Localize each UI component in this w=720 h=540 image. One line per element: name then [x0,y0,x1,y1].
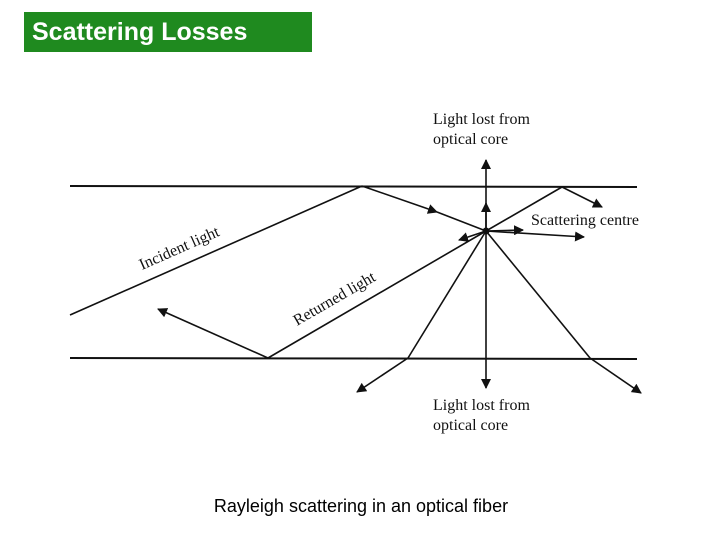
scatter-ray-right [485,230,585,242]
label-scattering-centre: Scattering centre [531,212,639,229]
label-lost-top-1: Light lost from [433,111,530,128]
reflected-ray-segment [436,211,487,232]
scatter-ray-lower-right-exit [589,357,642,394]
label-lost-bottom-2: optical core [433,417,508,434]
returned-ray [267,230,487,359]
core-boundary-bottom [69,357,638,360]
label-lost-top-2: optical core [433,131,508,148]
figure-caption: Rayleigh scattering in an optical fiber [213,496,509,516]
returned-ray-from-centre [458,230,487,242]
incident-ray [69,185,363,316]
title-banner: Scattering Losses [24,12,312,52]
returned-ray-reflect [157,308,269,359]
figure-caption-wrapper: Rayleigh scattering in an optical fiber [0,496,720,517]
label-lost-bottom-1: Light lost from [433,397,530,414]
scatter-ray-lower-left [407,230,487,359]
core-boundary-top [69,185,638,188]
scatter-ray-upper-right-reflect [561,186,603,208]
scatter-ray-upper-right [485,186,563,232]
scatter-ray-lower-right [485,230,591,359]
reflected-ray-to-centre [361,185,438,214]
scatter-ray-lower-left-exit [356,357,409,393]
label-returned-light: Returned light [291,268,380,329]
slide-title: Scattering Losses [32,17,248,46]
